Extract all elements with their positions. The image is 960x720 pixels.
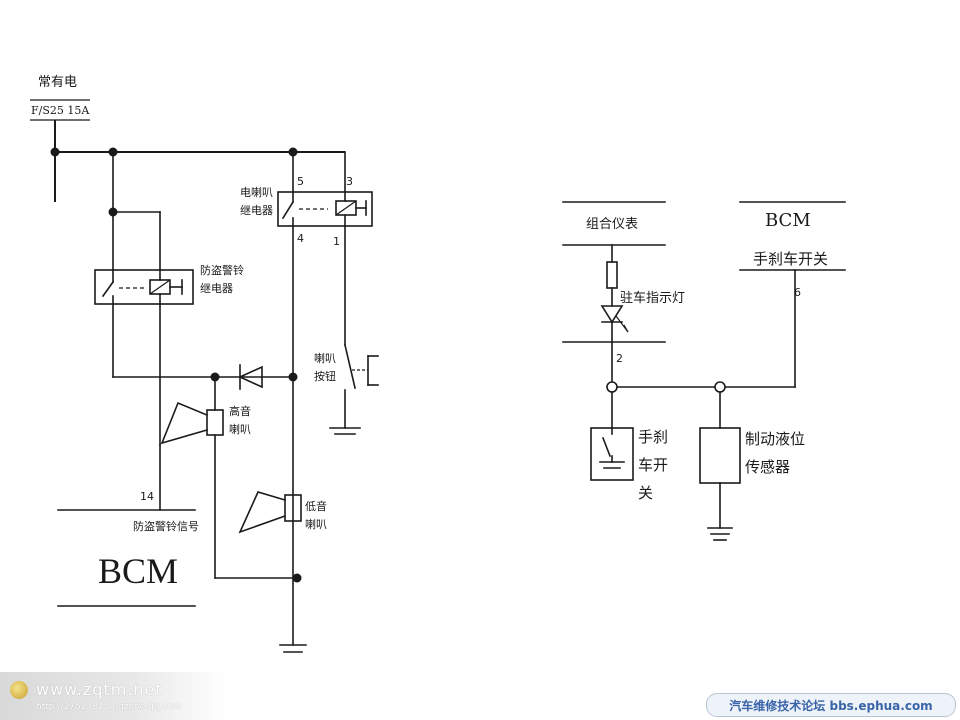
alarm-relay-label-2: 继电器 xyxy=(200,282,233,295)
horn-relay-pin-4: 4 xyxy=(297,232,304,245)
horn-button-label-1: 喇叭 xyxy=(314,351,336,365)
cluster-label: 组合仪表 xyxy=(586,217,638,232)
brake-fluid-label-2: 传感器 xyxy=(745,458,790,476)
alarm-relay-coil xyxy=(149,269,183,305)
parking-brake-circuit: 组合仪表 驻车指示灯 2 BCM 手刹车开关 6 xyxy=(562,201,846,541)
junction-dot xyxy=(50,147,60,157)
bcm-pin-14: 14 xyxy=(140,490,154,503)
watermark-left-site: www.zqtm.net xyxy=(36,680,163,699)
parking-lamp-led-icon xyxy=(600,305,629,333)
handbrake-switch-label-1: 手刹 xyxy=(638,428,668,446)
bcm-switch-label: 手刹车开关 xyxy=(753,250,828,268)
alarm-relay-label-1: 防盗警铃 xyxy=(200,263,244,277)
junction-dot xyxy=(292,573,302,583)
low-horn-label-1: 低音 xyxy=(305,499,327,513)
watermark-right-forum: 汽车维修技术论坛 bbs.ephua.com xyxy=(729,698,933,713)
bcm-signal-label: 防盗警铃信号 xyxy=(133,519,199,533)
horn-relay-label-1: 电喇叭 xyxy=(240,185,273,199)
horn-relay-pin-5: 5 xyxy=(297,175,304,188)
horn-relay-coil xyxy=(335,191,367,227)
high-horn-label-2: 喇叭 xyxy=(229,422,251,436)
junction-open-dot xyxy=(606,381,618,393)
watermark-logo-icon xyxy=(10,681,28,699)
junction-open-dot xyxy=(714,381,726,393)
alarm-relay-box xyxy=(94,269,194,305)
handbrake-switch-symbol xyxy=(599,427,625,469)
watermark-left-band xyxy=(0,672,225,720)
horn-button-symbol xyxy=(329,344,379,435)
ground-symbol xyxy=(279,644,307,653)
horn-relay-label-2: 继电器 xyxy=(240,204,273,217)
horn-circuit: 常有电 F/S25 15A 防盗警铃 xyxy=(30,75,379,653)
horn-relay-contact xyxy=(281,191,328,227)
brake-fluid-label-1: 制动液位 xyxy=(745,430,805,448)
horn-relay-box xyxy=(277,191,373,227)
ground-symbol xyxy=(707,527,733,541)
diode-symbol xyxy=(238,364,263,390)
fuse-label: F/S25 15A xyxy=(31,104,90,117)
watermark-left-url: http://275278258.qzone.qq.com xyxy=(36,702,182,712)
bcm-right-label: BCM xyxy=(765,210,811,231)
handbrake-switch-box xyxy=(590,427,634,481)
high-horn-label-1: 高音 xyxy=(229,404,251,418)
resistor-symbol xyxy=(606,261,618,289)
bcm-label: BCM xyxy=(98,551,178,591)
horn-relay-pin-3: 3 xyxy=(346,175,353,188)
horn-relay-pin-1: 1 xyxy=(333,235,340,248)
low-horn-label-2: 喇叭 xyxy=(305,517,327,531)
alarm-relay-contact xyxy=(101,269,145,305)
watermark-right-badge: 汽车维修技术论坛 bbs.ephua.com xyxy=(706,693,956,717)
power-label: 常有电 xyxy=(38,75,77,90)
parking-lamp-label: 驻车指示灯 xyxy=(620,290,685,306)
low-horn-symbol xyxy=(238,491,302,534)
bcm-right-pin-6: 6 xyxy=(794,286,801,299)
handbrake-switch-label-3: 关 xyxy=(638,484,653,502)
cluster-pin-2: 2 xyxy=(616,352,623,365)
handbrake-switch-label-2: 车开 xyxy=(638,456,668,474)
brake-fluid-sensor-box xyxy=(699,427,741,484)
horn-button-label-2: 按钮 xyxy=(314,369,336,383)
high-horn-symbol xyxy=(160,401,224,445)
